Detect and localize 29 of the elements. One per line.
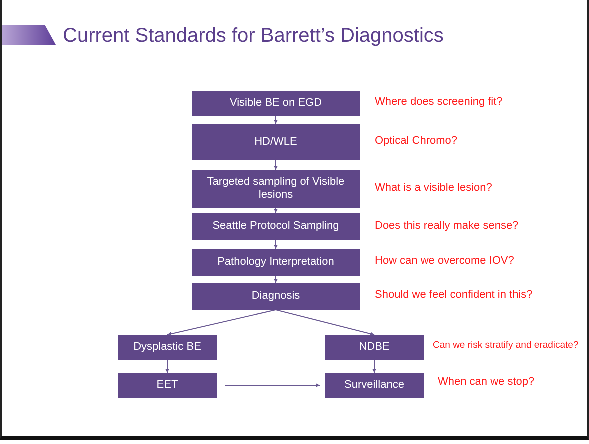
process-box: HD/WLE — [192, 124, 360, 160]
arrow — [276, 310, 375, 336]
process-box: EET — [118, 373, 217, 398]
question-note: Should we feel confident in this? — [375, 289, 533, 301]
process-box: Pathology Interpretation — [192, 249, 360, 276]
process-box: Visible BE on EGD — [192, 91, 360, 116]
question-note: Optical Chromo? — [375, 135, 458, 147]
arrow — [372, 360, 376, 374]
process-box: Diagnosis — [192, 283, 360, 310]
slide-title: Current Standards for Barrett’s Diagnostics — [63, 25, 444, 48]
arrow — [274, 208, 278, 214]
arrow — [274, 160, 278, 170]
question-note: Can we risk stratify and eradicate? — [433, 340, 579, 351]
arrow — [224, 384, 320, 388]
process-box: Dysplastic BE — [118, 335, 217, 360]
question-note: Where does screening fit? — [375, 96, 503, 108]
process-box: Surveillance — [325, 373, 424, 398]
question-note: What is a visible lesion? — [375, 182, 492, 194]
arrow — [167, 310, 276, 336]
process-box: NDBE — [325, 335, 424, 360]
question-note: When can we stop? — [438, 376, 535, 388]
question-note: How can we overcome IOV? — [375, 255, 514, 267]
arrow — [166, 360, 170, 374]
arrow — [274, 116, 278, 124]
process-box: Seattle Protocol Sampling — [192, 213, 360, 240]
process-box: Targeted sampling of Visible lesions — [192, 170, 360, 208]
arrow — [274, 240, 278, 250]
question-note: Does this really make sense? — [375, 220, 519, 232]
arrow — [274, 276, 278, 284]
